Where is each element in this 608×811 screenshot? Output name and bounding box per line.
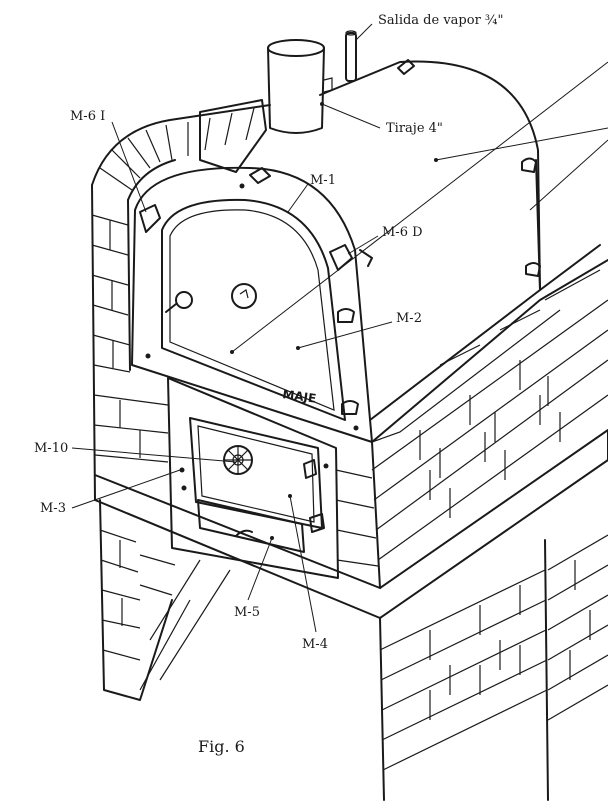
ash-drawer-handle xyxy=(235,529,253,537)
air-vent-rosette-m10 xyxy=(223,445,253,475)
lower-bolt-left-2 xyxy=(181,485,187,491)
label-m1: M-1 xyxy=(310,173,336,188)
label-m6i: M-6 I xyxy=(70,109,105,124)
leader-lines xyxy=(71,23,608,633)
frame-bolt-bottom-left xyxy=(145,353,151,359)
frame-latch xyxy=(359,249,373,267)
thermometer-dial xyxy=(231,283,257,309)
right-hinge-lower xyxy=(341,400,359,415)
firebox-latch-upper xyxy=(303,459,317,479)
ash-drawer-m5 xyxy=(197,499,305,553)
leader-dot-m2 xyxy=(296,346,300,350)
base-slab xyxy=(94,429,608,619)
firebox-door-inset xyxy=(197,425,315,523)
frame-bolt-bottom-right xyxy=(353,425,359,431)
lower-bolt-right xyxy=(323,463,329,469)
leader-dot-tiraje xyxy=(320,102,324,106)
left-leg xyxy=(99,499,173,701)
label-tiraje: Tiraje 4" xyxy=(386,121,443,136)
brick-arch-outer xyxy=(91,104,271,186)
right-wall-corner xyxy=(371,441,381,589)
frame-bolt-top xyxy=(239,183,245,189)
brick-arch-joints xyxy=(99,107,255,191)
left-leg-courses xyxy=(99,529,176,661)
upper-door-knob-stem xyxy=(165,303,177,313)
upper-door-panel-inset xyxy=(169,209,335,411)
right-leg-courses xyxy=(379,534,608,771)
right-wall-coping xyxy=(371,309,561,443)
leader-dot-m4 xyxy=(288,494,292,498)
leader-dot-dome xyxy=(434,158,438,162)
under-slab-hatching xyxy=(139,559,231,691)
upper-door-knob xyxy=(175,291,193,309)
dome-clamp-right-lower xyxy=(525,262,541,277)
chimney-top xyxy=(267,39,325,57)
door-stamp: MAJE xyxy=(282,387,318,406)
left-pillar-outer xyxy=(91,184,96,501)
label-m2: M-2 xyxy=(396,311,422,326)
leader-dot-m5 xyxy=(270,536,274,540)
oven-body-lower-edge xyxy=(369,289,541,421)
left-pillar-courses xyxy=(91,214,169,463)
oven-dome-outline xyxy=(319,60,541,291)
label-m5: M-5 xyxy=(234,605,260,620)
label-salida-de-vapor: Salida de vapor ¾" xyxy=(378,13,504,28)
firebox-latch-lower xyxy=(309,513,325,533)
brick-arch-inner xyxy=(127,159,176,201)
figure-caption: Fig. 6 xyxy=(198,737,245,756)
right-wall-courses xyxy=(335,269,608,567)
dome-clamp-top xyxy=(397,59,415,75)
steam-outlet-top xyxy=(345,30,357,36)
dome-clamp-right-upper xyxy=(521,157,537,173)
right-hinge-mid xyxy=(337,308,355,323)
upper-door-frame xyxy=(131,166,373,443)
left-pillar-inner xyxy=(127,199,131,371)
steam-outlet-pipe xyxy=(345,32,357,82)
label-m10: M-10 xyxy=(34,441,68,456)
dome-clamp-front xyxy=(249,167,271,184)
chimney-pipe xyxy=(267,47,325,134)
right-leg-back-edge xyxy=(544,539,549,801)
upper-door-panel xyxy=(161,198,346,421)
label-m3: M-3 xyxy=(40,501,66,516)
right-hinge-m6d-upper xyxy=(329,244,353,271)
lower-bolt-left xyxy=(179,467,185,473)
chimney-damper xyxy=(323,77,333,93)
leader-dot-door xyxy=(230,350,234,354)
lower-frame-m3 xyxy=(167,377,339,579)
left-hinge-m6i xyxy=(139,204,161,233)
top-brick-block xyxy=(199,99,267,173)
label-m6d: M-6 D xyxy=(382,225,423,240)
thermometer-needle xyxy=(239,289,249,299)
right-wall-top-edge xyxy=(371,259,608,443)
label-m4: M-4 xyxy=(302,637,328,652)
